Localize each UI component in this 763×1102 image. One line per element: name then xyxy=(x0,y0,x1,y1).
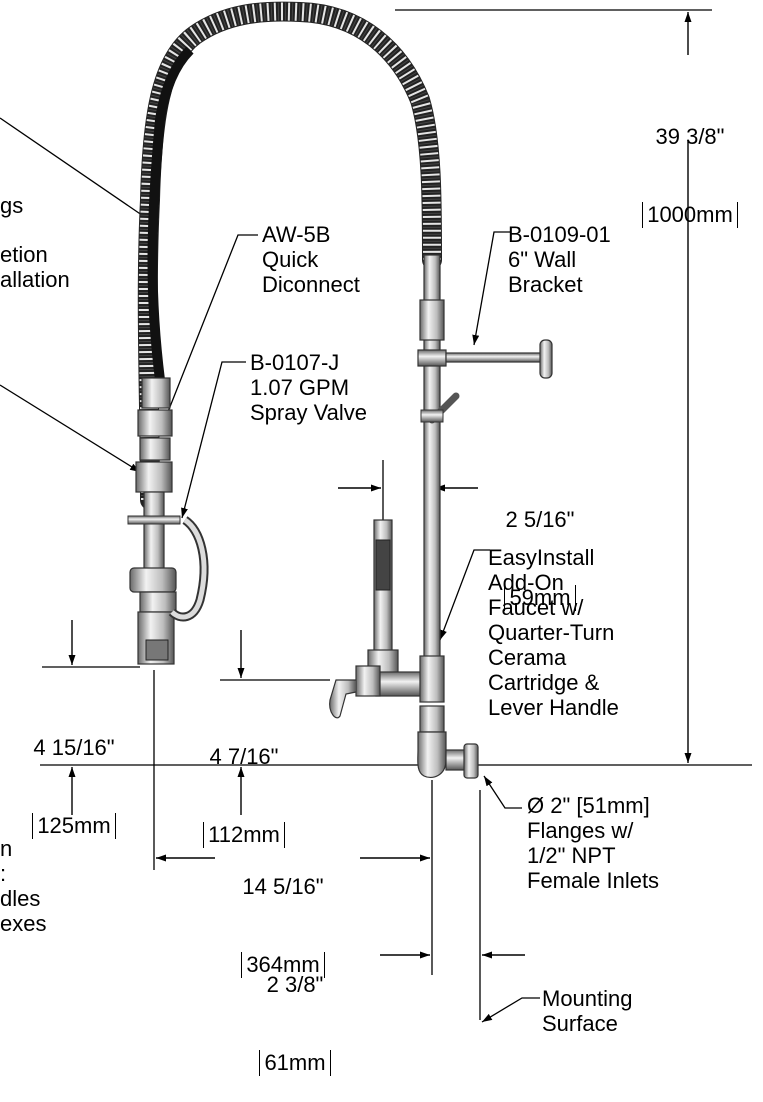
qd-fitting-2 xyxy=(137,409,173,437)
fragment-bottom: n : dles exes xyxy=(0,836,47,936)
dim-faucet-height-metric: 112mm xyxy=(203,822,285,848)
faucet-spout-tip xyxy=(375,539,391,591)
leader-quick-disconnect xyxy=(159,234,258,433)
label-wall-bracket: B-0109-01 6" Wall Bracket xyxy=(508,222,611,297)
dim-reach-metric: 364mm xyxy=(241,952,325,978)
leader-easyinstall xyxy=(439,549,490,641)
faucet-valve xyxy=(355,665,381,697)
label-quick-disconnect: AW-5B Quick Diconnect xyxy=(262,222,360,297)
dim-wall-offset: 2 3/8" 61mm xyxy=(230,920,360,1102)
dim-total-height-metric: 1000mm xyxy=(642,202,738,228)
qd-fitting-4 xyxy=(135,461,173,493)
leader-wall-bracket xyxy=(472,231,510,346)
leader-lines xyxy=(0,117,540,1023)
label-flanges: Ø 2" [51mm] Flanges w/ 1/2" NPT Female I… xyxy=(527,793,660,893)
label-mounting-surface: Mounting Surface xyxy=(542,986,633,1036)
spray-tube xyxy=(143,491,165,573)
spray-handle-inner xyxy=(170,517,207,620)
reference-lines xyxy=(40,9,752,1020)
leader-left-lower xyxy=(0,384,141,473)
leader-hose xyxy=(0,117,153,223)
spray-grip xyxy=(129,567,177,593)
spray-collar xyxy=(127,515,181,525)
dim-spray-height: 4 15/16" 125mm xyxy=(10,683,138,865)
faucet-lever xyxy=(329,679,357,719)
qd-fitting-1 xyxy=(141,377,171,409)
base-inlet xyxy=(445,749,467,771)
faucet-tee xyxy=(419,655,445,703)
dim-faucet-height: 4 7/16" 112mm xyxy=(180,692,308,874)
base-flange xyxy=(463,743,479,779)
spray-face xyxy=(145,639,169,661)
leader-spray-valve xyxy=(181,361,246,519)
dim-spacing-metric: 59mm xyxy=(504,585,576,611)
dim-wall-offset-metric: 61mm xyxy=(259,1050,331,1076)
dim-spray-height-metric: 125mm xyxy=(32,813,116,839)
fragment-top: gs xyxy=(0,193,24,218)
label-spray-valve: B-0107-J 1.07 GPM Spray Valve xyxy=(250,350,367,425)
dim-spray-height-imperial: 4 15/16" xyxy=(33,735,115,760)
leader-mounting xyxy=(481,997,540,1023)
fragment-middle: etion allation xyxy=(0,242,70,292)
dim-reach: 14 5/16" 364mm xyxy=(218,822,348,1004)
bracket-collar xyxy=(417,349,447,367)
bracket-arm xyxy=(445,352,547,363)
dim-total-height-imperial: 39 3/8" xyxy=(655,124,725,149)
dim-reach-imperial: 14 5/16" xyxy=(242,874,324,899)
spray-elbow xyxy=(139,591,177,613)
leader-flange xyxy=(483,775,522,809)
dim-spacing: 2 5/16" 59mm xyxy=(480,455,600,637)
dim-wall-offset-imperial: 2 3/8" xyxy=(266,972,324,997)
pre-rinse-unit-drawing xyxy=(0,1,752,1023)
faucet-illustration xyxy=(127,1,553,779)
base-nut xyxy=(419,705,445,733)
dimension-arrows xyxy=(68,12,692,959)
base-elbow xyxy=(417,731,447,779)
qd-fitting-3 xyxy=(139,437,171,461)
riser-coupling xyxy=(419,299,445,341)
hook-collar xyxy=(420,409,444,423)
dim-faucet-height-imperial: 4 7/16" xyxy=(209,744,279,769)
dim-spacing-imperial: 2 5/16" xyxy=(505,507,575,532)
spring-coil-outline xyxy=(137,1,442,510)
dim-total-height: 39 3/8" 1000mm xyxy=(620,72,760,254)
inner-hose xyxy=(147,46,194,381)
label-easyinstall-faucet: EasyInstall Add-On Faucet w/ Quarter-Tur… xyxy=(488,545,619,720)
bracket-plate xyxy=(539,339,553,379)
